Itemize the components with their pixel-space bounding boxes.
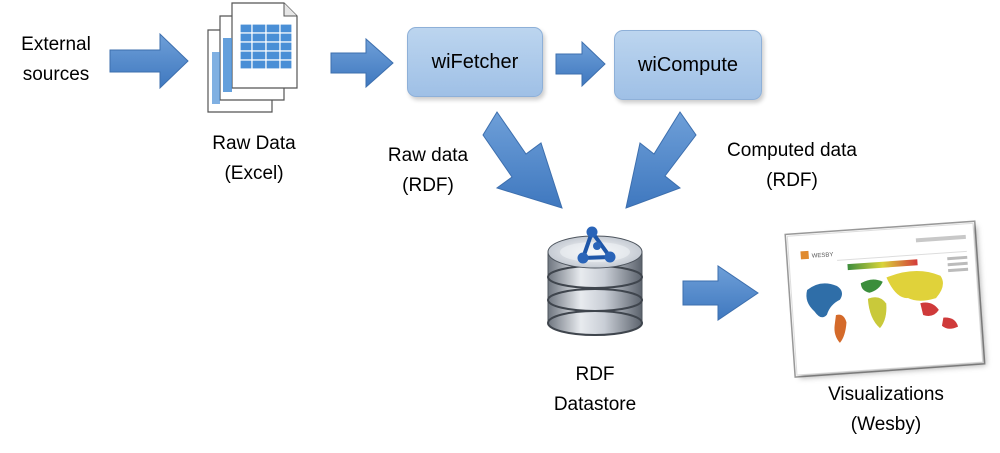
- raw-data-line2: (Excel): [224, 163, 284, 184]
- raw-data-label: Raw Data (Excel): [196, 129, 312, 189]
- raw-data-rdf-line2: (RDF): [402, 175, 454, 196]
- raw-data-rdf-label: Raw data (RDF): [368, 141, 488, 201]
- rdf-graph-icon: [577, 226, 616, 264]
- computed-data-line1: Computed data: [727, 140, 857, 161]
- database-icon: [547, 226, 643, 336]
- visualizations-line1: Visualizations: [828, 384, 944, 405]
- arrow-wifetcher-to-datastore: [482, 111, 563, 209]
- raw-data-line1: Raw Data: [212, 133, 296, 154]
- raw-data-rdf-line1: Raw data: [387, 145, 469, 166]
- arrow-external-to-rawdata: [109, 32, 189, 90]
- wesby-logo: WESBY: [812, 252, 834, 259]
- wifetcher-label: wiFetcher: [431, 50, 519, 73]
- external-sources-label: External sources: [12, 30, 100, 90]
- wicompute-label: wiCompute: [637, 53, 739, 76]
- rdf-datastore-line1: RDF: [575, 364, 615, 385]
- wicompute-box: wiCompute: [614, 30, 762, 100]
- rdf-datastore-label: RDF Datastore: [535, 360, 655, 420]
- visualization-screenshot: WESBY: [784, 220, 986, 378]
- rdf-datastore-line2: Datastore: [553, 394, 637, 415]
- arrow-datastore-to-visualizations: [682, 265, 759, 321]
- external-sources-line2: sources: [22, 64, 90, 85]
- external-sources-line1: External: [21, 34, 91, 55]
- arrow-wicompute-to-datastore: [625, 111, 697, 209]
- computed-data-line2: (RDF): [766, 170, 818, 191]
- visualizations-label: Visualizations (Wesby): [806, 380, 966, 440]
- wifetcher-box: wiFetcher: [407, 27, 543, 97]
- computed-data-label: Computed data (RDF): [705, 136, 879, 196]
- visualizations-line2: (Wesby): [850, 414, 922, 435]
- arrow-rawdata-to-wifetcher: [330, 37, 394, 89]
- spreadsheet-documents-icon: [207, 2, 298, 113]
- arrow-wifetcher-to-wicompute: [555, 40, 606, 88]
